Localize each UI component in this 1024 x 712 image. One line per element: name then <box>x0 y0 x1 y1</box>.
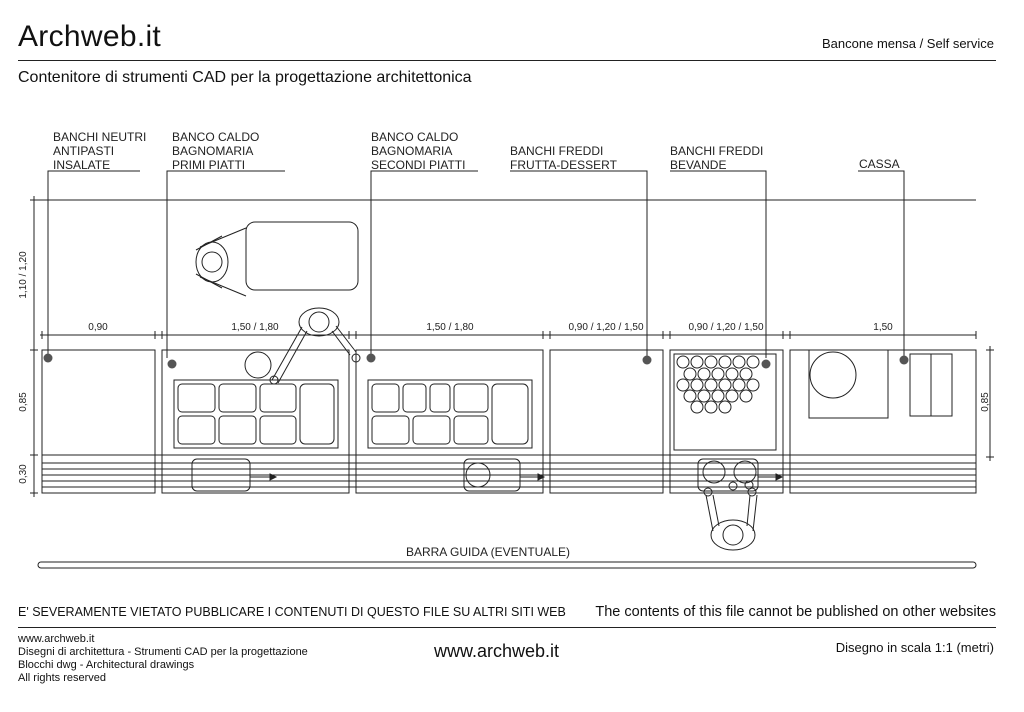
subtitle: Contenitore di strumenti CAD per la prog… <box>18 69 472 86</box>
leader-line <box>47 170 140 358</box>
footer-info: www.archweb.it Disegni di architettura -… <box>18 633 308 685</box>
width-label-3: 1,50 / 1,80 <box>426 322 474 333</box>
leader-line <box>370 170 478 358</box>
leader-line <box>858 170 905 358</box>
leader-line <box>670 170 767 358</box>
tray <box>463 458 546 492</box>
tray-slide-stripes <box>42 454 976 488</box>
dim-aisle-label: 1,10 / 1,20 <box>18 251 29 299</box>
scale-note: Disegno in scala 1:1 (metri) <box>835 640 994 655</box>
dimension-ticks <box>41 331 977 339</box>
header-divider <box>18 60 996 61</box>
footer-line: Blocchi dwg - Architectural drawings <box>18 659 195 671</box>
footer-line: Disegni di architettura - Strumenti CAD … <box>18 646 308 658</box>
counter-module <box>549 349 664 494</box>
tray <box>191 458 278 492</box>
counter-module <box>161 349 350 494</box>
cash-register-area <box>808 349 889 419</box>
dim-tray-label: 0,30 <box>18 464 29 484</box>
bain-marie-primi <box>173 379 339 449</box>
width-label-4: 0,90 / 1,20 / 1,50 <box>568 322 643 333</box>
counter-module <box>669 349 784 494</box>
width-label-1: 0,90 <box>88 322 108 333</box>
dim-counter-right-label: 0,85 <box>980 392 991 412</box>
leader-line <box>166 170 285 358</box>
guide-rail-label: BARRA GUIDA (EVENTUALE) <box>406 545 570 559</box>
dim-counter-left-label: 0,85 <box>18 392 29 412</box>
bottle-grid <box>676 355 760 414</box>
counter-module <box>355 349 544 494</box>
counter-module <box>41 349 156 494</box>
width-label-6: 1,50 <box>873 322 893 333</box>
footer-line: www.archweb.it <box>18 633 95 645</box>
copyright-notice-italian: E' SEVERAMENTE VIETATO PUBBLICARE I CONT… <box>18 605 566 619</box>
brand-logo-text: Archweb.it <box>18 20 162 53</box>
leader-dots <box>43 353 909 369</box>
tray <box>697 458 784 492</box>
width-label-2: 1,50 / 1,80 <box>231 322 279 333</box>
footer-line: All rights reserved <box>18 672 107 684</box>
person-figure-2 <box>269 307 361 385</box>
person-figure-1 <box>195 221 359 297</box>
counter-module <box>789 349 977 494</box>
drawing-title: Bancone mensa / Self service <box>822 36 994 51</box>
footer-divider <box>18 627 996 628</box>
width-label-5: 0,90 / 1,20 / 1,50 <box>688 322 763 333</box>
copyright-notice-english: The contents of this file cannot be publ… <box>595 604 996 620</box>
cash-register <box>809 351 857 399</box>
footer-website[interactable]: www.archweb.it <box>434 641 560 661</box>
drinks-counter-top <box>673 353 777 451</box>
plate-stack <box>244 351 272 379</box>
leader-line <box>510 170 648 358</box>
person-figure-3 <box>703 487 758 551</box>
station-label-6: CASSA <box>859 157 900 171</box>
guide-rail <box>37 561 977 569</box>
bain-marie-secondi <box>367 379 533 449</box>
